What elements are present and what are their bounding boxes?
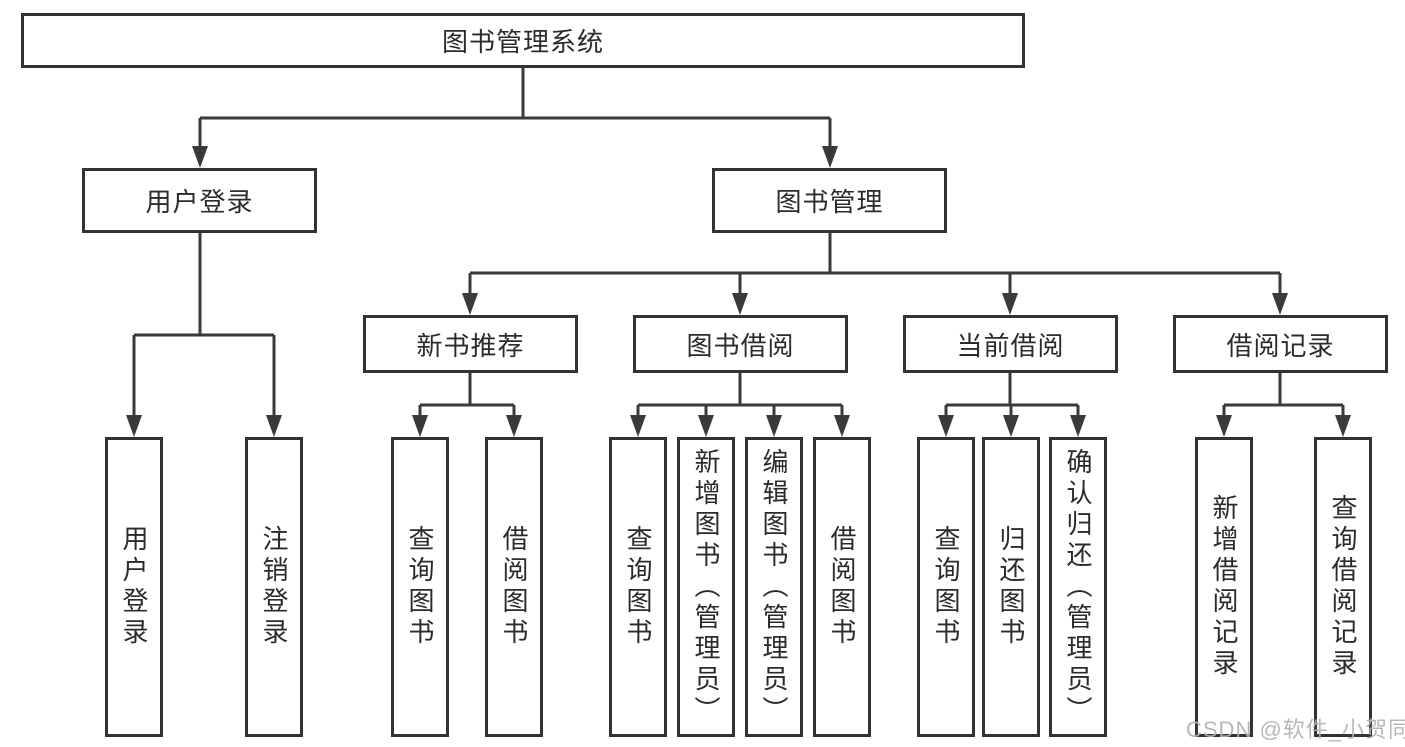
arrow-down-icon: [266, 415, 282, 437]
arrow-down-icon: [938, 415, 954, 437]
arrow-down-icon: [462, 293, 478, 315]
connector-root: [198, 68, 832, 152]
leaf-add-borrow-record-label: 新增借阅记录: [1209, 494, 1239, 680]
leaf-borrow-books-recommend: 借阅图书: [485, 437, 543, 737]
arrow-down-icon: [1216, 415, 1232, 437]
arrow-down-icon: [192, 146, 208, 168]
node-root-label: 图书管理系统: [441, 27, 604, 57]
leaf-query-books-current-label: 查询图书: [931, 525, 961, 649]
node-root: 图书管理系统: [21, 13, 1025, 68]
leaf-borrow-books-recommend-label: 借阅图书: [499, 525, 529, 649]
arrow-down-icon: [1272, 293, 1288, 315]
arrow-down-icon: [412, 415, 428, 437]
node-borrow-records: 借阅记录: [1173, 315, 1388, 373]
leaf-query-books-recommend: 查询图书: [391, 437, 449, 737]
node-book-borrow: 图书借阅: [633, 315, 848, 373]
node-current-borrow: 当前借阅: [903, 315, 1118, 373]
connector-book-borrow: [636, 373, 844, 421]
arrow-down-icon: [698, 415, 714, 437]
leaf-return-book-label: 归还图书: [996, 525, 1026, 649]
leaf-edit-book-admin-label: 编辑图书（管理员）: [759, 447, 789, 727]
arrow-down-icon: [1002, 293, 1018, 315]
node-current-borrow-label: 当前借阅: [956, 330, 1065, 361]
connector-user-login: [132, 233, 276, 421]
leaf-add-book-admin: 新增图书（管理员）: [677, 437, 735, 737]
connector-book-management: [468, 233, 1282, 299]
leaf-query-borrow-record: 查询借阅记录: [1314, 437, 1372, 737]
leaf-add-borrow-record: 新增借阅记录: [1195, 437, 1253, 737]
leaf-add-book-admin-label: 新增图书（管理员）: [691, 447, 721, 727]
leaf-query-books-current: 查询图书: [917, 437, 975, 737]
leaf-borrow-books-label: 借阅图书: [827, 525, 857, 649]
leaf-borrow-books: 借阅图书: [813, 437, 871, 737]
node-user-login-label: 用户登录: [145, 187, 254, 217]
leaf-return-book: 归还图书: [982, 437, 1040, 737]
arrow-down-icon: [822, 146, 838, 168]
arrow-down-icon: [766, 415, 782, 437]
connector-borrow-records: [1222, 373, 1345, 421]
arrow-down-icon: [506, 415, 522, 437]
arrow-down-icon: [834, 415, 850, 437]
arrow-down-icon: [1335, 415, 1351, 437]
connector-new-book-recommend: [418, 373, 516, 421]
arrow-down-icon: [630, 415, 646, 437]
leaf-query-borrow-record-label: 查询借阅记录: [1328, 494, 1358, 680]
watermark-text: CSDN @软件_小贺同学: [1186, 717, 1405, 742]
leaf-logout: 注销登录: [245, 437, 303, 737]
node-borrow-records-label: 借阅记录: [1226, 330, 1335, 361]
node-new-book-recommend: 新书推荐: [363, 315, 578, 373]
leaf-user-login: 用户登录: [105, 437, 163, 737]
connector-current-borrow: [944, 373, 1080, 421]
leaf-confirm-return-admin: 确认归还（管理员）: [1049, 437, 1107, 737]
leaf-query-books-recommend-label: 查询图书: [405, 525, 435, 649]
leaf-query-books-borrow: 查询图书: [609, 437, 667, 737]
leaf-confirm-return-admin-label: 确认归还（管理员）: [1063, 447, 1093, 727]
arrow-down-icon: [1070, 415, 1086, 437]
node-book-borrow-label: 图书借阅: [686, 330, 795, 361]
node-new-book-recommend-label: 新书推荐: [416, 330, 525, 361]
leaf-logout-label: 注销登录: [259, 525, 289, 649]
node-user-login: 用户登录: [82, 168, 317, 233]
leaf-edit-book-admin: 编辑图书（管理员）: [745, 437, 803, 737]
node-book-management: 图书管理: [712, 168, 947, 233]
arrow-down-icon: [126, 415, 142, 437]
leaf-user-login-label: 用户登录: [119, 525, 149, 649]
node-book-management-label: 图书管理: [775, 187, 884, 217]
arrow-down-icon: [732, 293, 748, 315]
arrow-down-icon: [1003, 415, 1019, 437]
leaf-query-books-borrow-label: 查询图书: [623, 525, 653, 649]
